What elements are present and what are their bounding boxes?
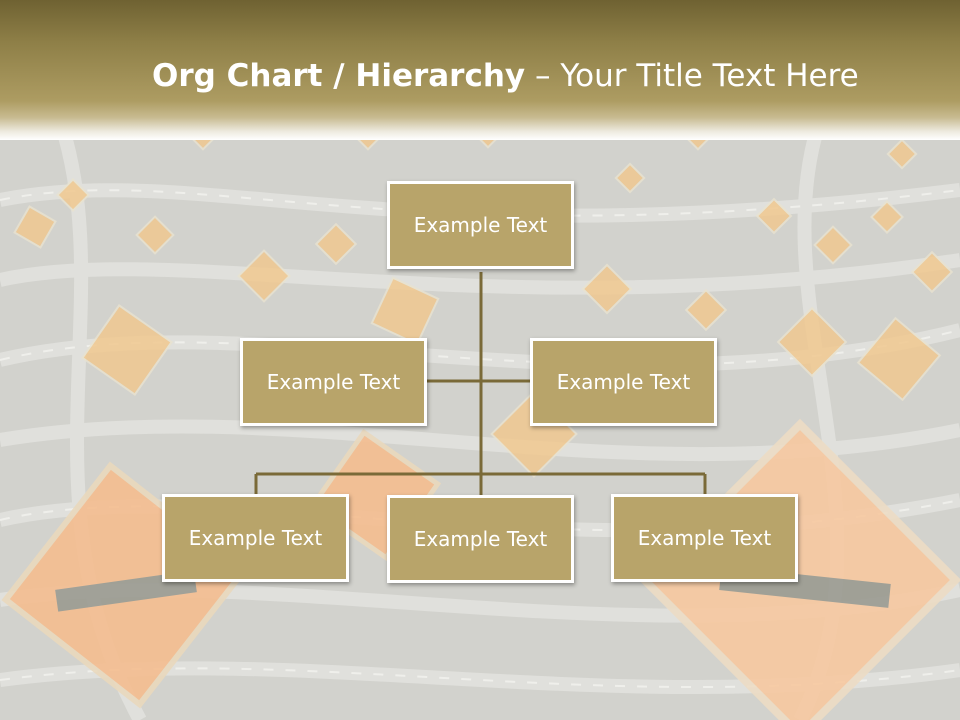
title-dash: – xyxy=(534,58,551,94)
title-rest: Your Title Text Here xyxy=(560,58,859,94)
title-banner xyxy=(0,0,960,140)
org-node-child-left[interactable]: Example Text xyxy=(162,494,349,582)
org-node-child-right[interactable]: Example Text xyxy=(611,494,798,582)
org-node-top[interactable]: Example Text xyxy=(387,181,574,269)
slide-title: Org Chart / Hierarchy – Your Title Text … xyxy=(152,52,942,100)
org-node-assistant-left[interactable]: Example Text xyxy=(240,338,427,426)
title-bold: Org Chart / Hierarchy xyxy=(152,58,526,94)
org-node-assistant-right[interactable]: Example Text xyxy=(530,338,717,426)
org-node-child-center[interactable]: Example Text xyxy=(387,495,574,583)
